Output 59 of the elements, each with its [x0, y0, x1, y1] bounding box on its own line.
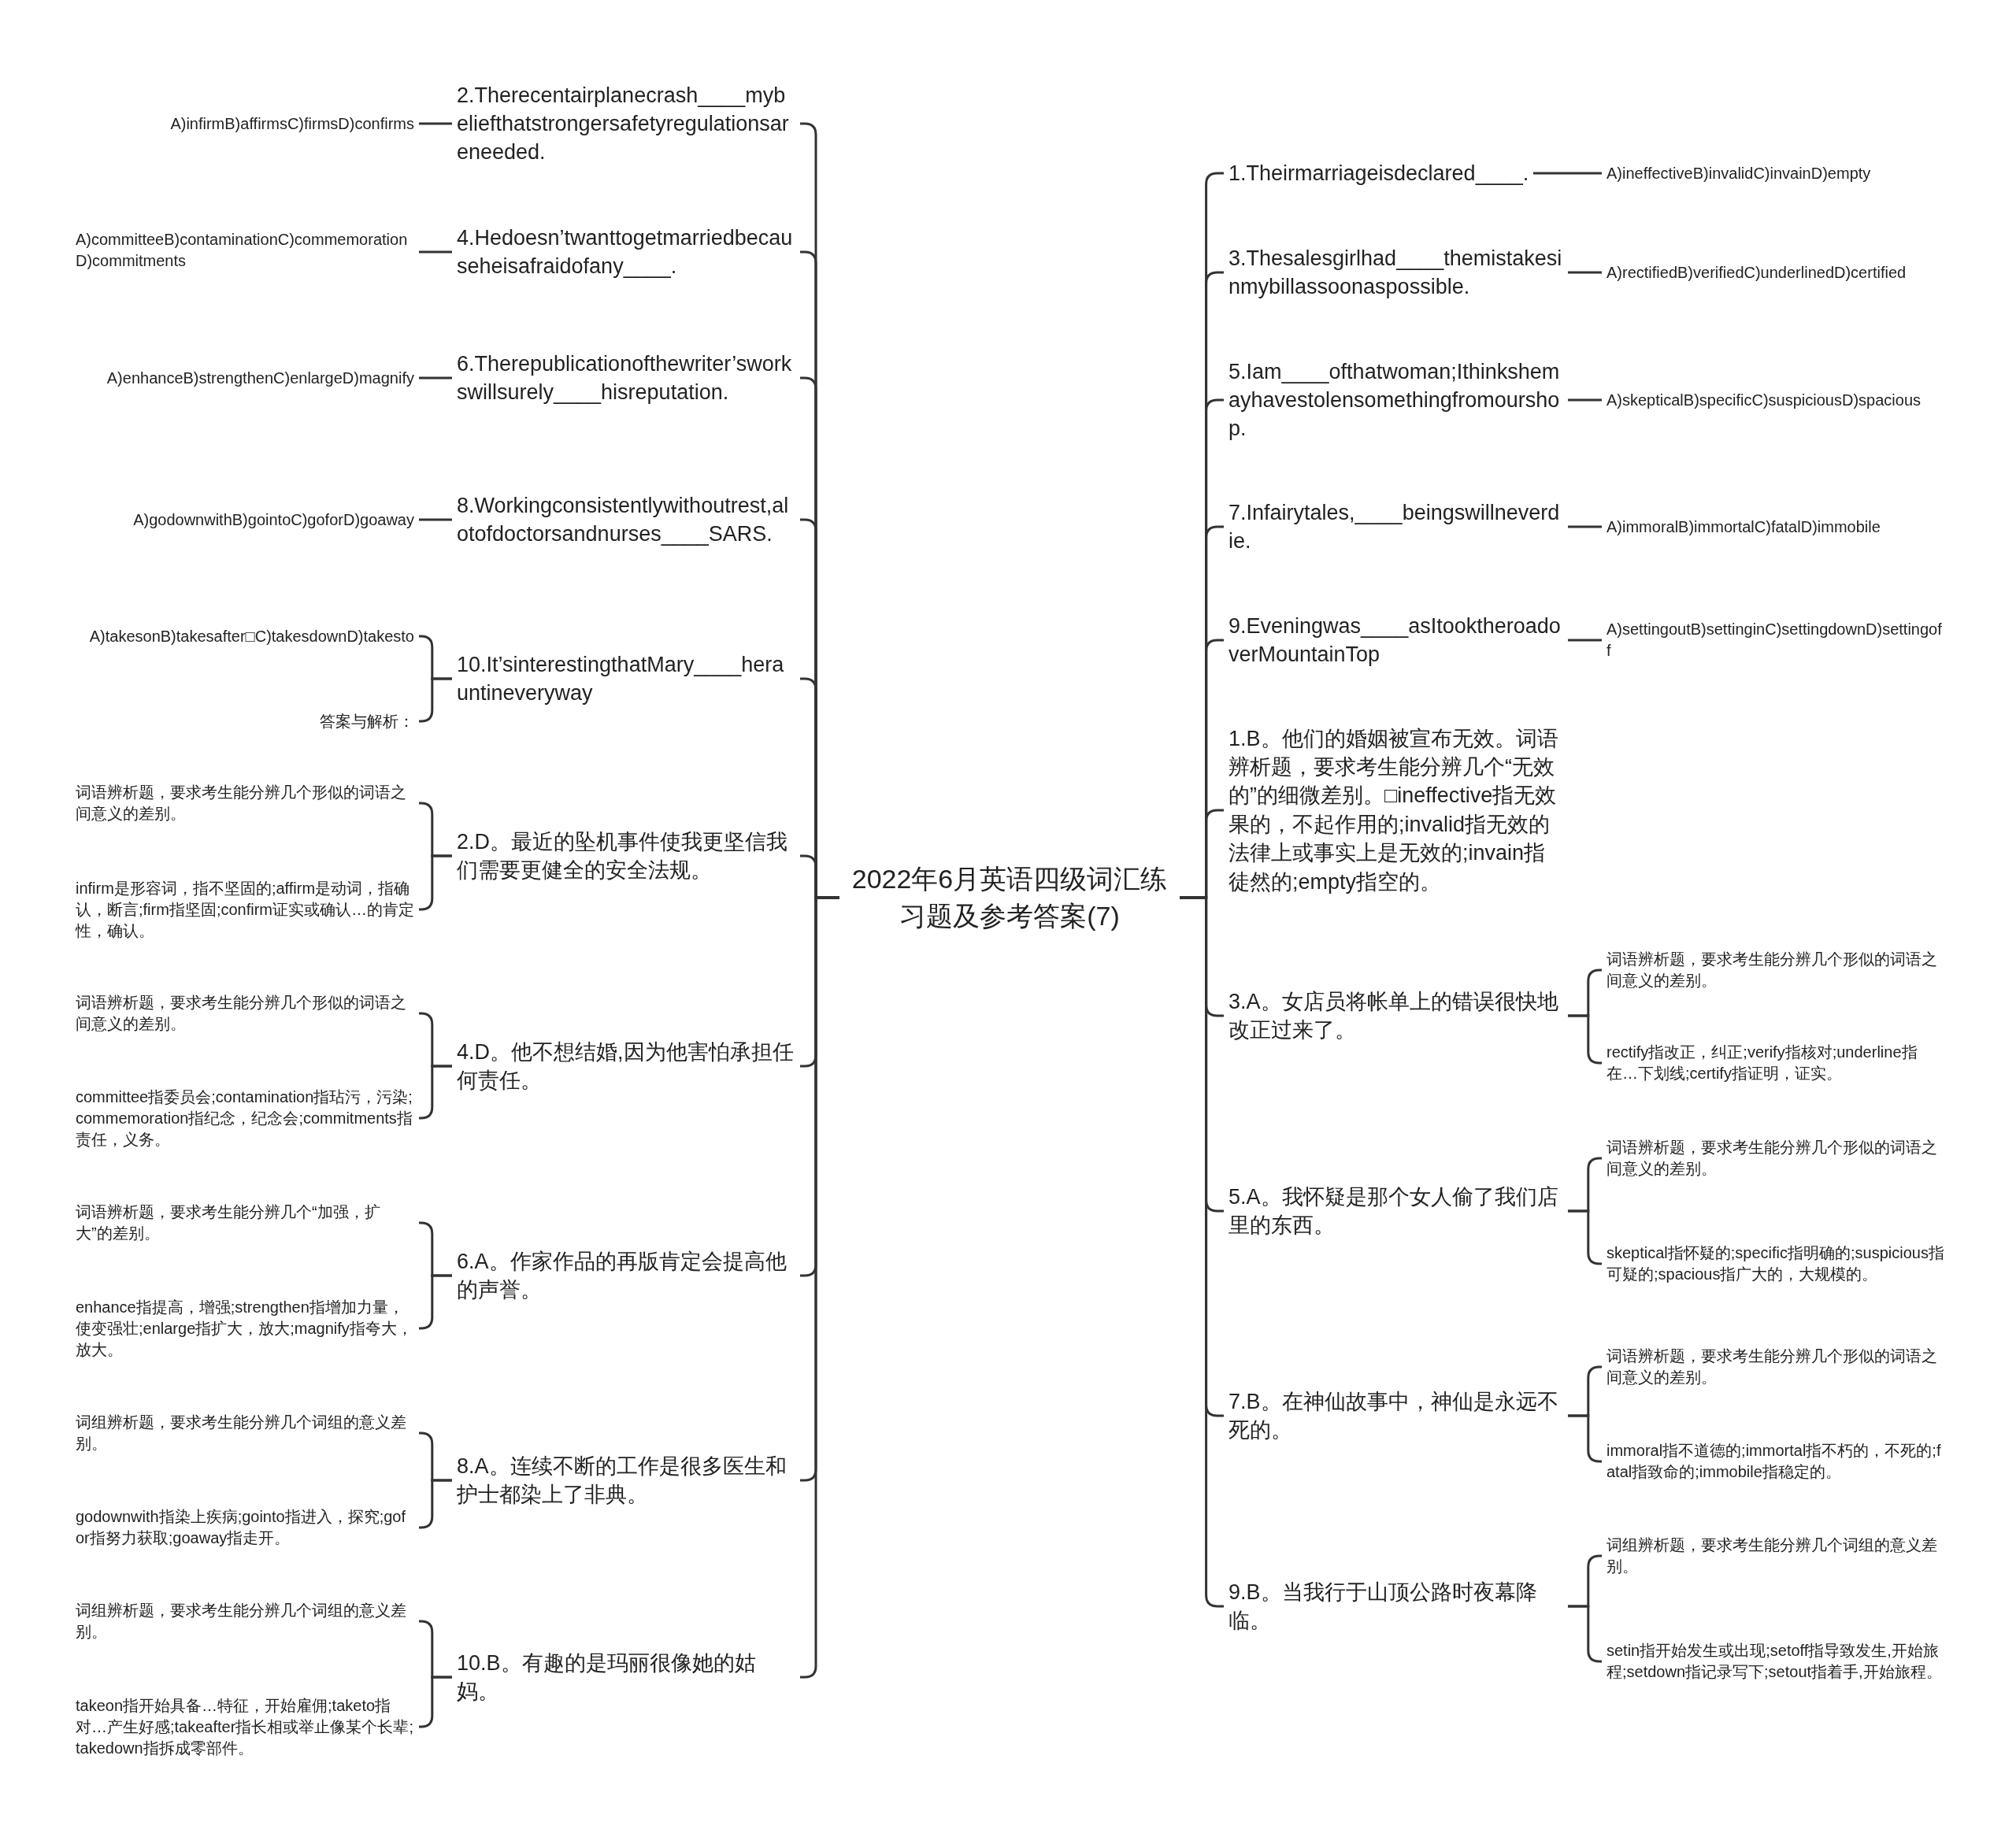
- note-text: A)settingoutB)settinginC)settingdownD)settingoff: [1606, 619, 1945, 661]
- note-text: immoral指不道德的;immortal指不朽的，不死的;fatal指致命的;immobile指稳定的。: [1606, 1440, 1945, 1483]
- note-text: A)rectifiedB)verifiedC)underlinedD)certified: [1606, 261, 1907, 283]
- topic-text: 4.Hedoesn’twanttogetmarriedbecauseheisafraidofany____.: [457, 223, 795, 281]
- note-text: A)takesonB)takesafter□C)takesdownD)takesto: [89, 625, 414, 647]
- note-text: enhance指提高，增强;strengthen指增加力量，使变强壮;enlarge指扩大，放大;magnify指夸大，放大。: [76, 1296, 414, 1361]
- note-text: setin指开始发生或出现;setoff指导致发生,开始旅程;setdown指记录写下;setout指着手,开始旅程。: [1606, 1640, 1945, 1683]
- connector-line: [1568, 639, 1602, 642]
- topic-text: 8.Workingconsistentlywithoutrest,alotofdoctorsandnurses____SARS.: [457, 491, 795, 549]
- note-text: committee指委员会;contamination指玷污，污染;commemoration指纪念，纪念会;commitments指责任，义务。: [76, 1086, 414, 1150]
- note-text: skeptical指怀疑的;specific指明确的;suspicious指可疑的;spacious指广大的，大规模的。: [1606, 1243, 1945, 1285]
- topic-text: 4.D。他不想结婚,因为他害怕承担任何责任。: [457, 1037, 795, 1095]
- topic-text: 10.It’sinterestingthatMary____herauntineveryway: [457, 650, 795, 708]
- topic-text: 1.Theirmarriageisdeclared____.: [1228, 159, 1529, 188]
- topic-text: 2.Therecentairplanecrash____mybeliefthatstrongersafetyregulationsareneeded.: [457, 80, 795, 167]
- connector-line: [1568, 271, 1602, 274]
- topic-text: 8.A。连续不断的工作是很多医生和护士都染上了非典。: [457, 1451, 795, 1509]
- note-text: A)ineffectiveB)invalidC)invainD)empty: [1606, 162, 1871, 184]
- note-text: 词语辨析题，要求考生能分辨几个形似的词语之间意义的差别。: [1606, 1346, 1945, 1388]
- note-text: A)committeeB)contaminationC)commemorationD)commitments: [76, 229, 414, 272]
- topic-text: 5.A。我怀疑是那个女人偷了我们店里的东西。: [1228, 1182, 1563, 1240]
- note-text: takeon指开始具备…特征，开始雇佣;taketo指对…产生好感;takeafter指长相或举止像某个长辈;takedown指拆成零部件。: [76, 1694, 414, 1759]
- topic-text: 9.Eveningwas____asItooktheroadoverMountainTop: [1228, 611, 1563, 669]
- note-text: A)skepticalB)specificC)suspiciousD)spacious: [1606, 389, 1922, 411]
- note-text: godownwith指染上疾病;gointo指进入，探究;gofor指努力获取;goaway指走开。: [76, 1506, 414, 1549]
- note-text: A)enhanceB)strengthenC)enlargeD)magnify: [106, 367, 414, 389]
- note-text: 词语辨析题，要求考生能分辨几个“加强，扩大”的差别。: [76, 1202, 414, 1244]
- topic-text: 7.B。在神仙故事中，神仙是永远不死的。: [1228, 1387, 1563, 1445]
- note-text: 词组辨析题，要求考生能分辨几个词组的意义差别。: [1606, 1535, 1945, 1577]
- note-text: 词语辨析题，要求考生能分辨几个形似的词语之间意义的差别。: [1606, 949, 1945, 991]
- connector-line: [419, 122, 452, 125]
- topic-text: 2.D。最近的坠机事件使我更坚信我们需要更健全的安全法规。: [457, 827, 795, 885]
- topic-text: 3.A。女店员将帐单上的错误很快地改正过来了。: [1228, 987, 1563, 1045]
- central-topic: 2022年6月英语四级词汇练习题及参考答案(7): [844, 860, 1175, 935]
- note-text: 词语辨析题，要求考生能分辨几个形似的词语之间意义的差别。: [76, 782, 414, 824]
- note-text: 词组辨析题，要求考生能分辨几个词组的意义差别。: [76, 1600, 414, 1643]
- topic-text: 6.A。作家作品的再版肯定会提高他的声誉。: [457, 1246, 795, 1305]
- topic-text: 6.Therepublicationofthewriter’sworkswillsurely____hisreputation.: [457, 349, 795, 407]
- connector-line: [419, 518, 452, 521]
- note-text: A)infirmB)affirmsC)firmsD)confirms: [170, 113, 414, 135]
- connector-line: [1533, 172, 1602, 175]
- note-text: infirm是形容词，指不坚固的;affirm是动词，指确认，断言;firm指坚固;confirm证实或确认…的肯定性，确认。: [76, 877, 414, 942]
- topic-text: 3.Thesalesgirlhad____themistakesinmybillassoonaspossible.: [1228, 243, 1563, 302]
- note-text: A)godownwithB)gointoC)goforD)goaway: [133, 509, 414, 531]
- topic-text: 1.B。他们的婚姻被宣布无效。词语辨析题，要求考生能分辨几个“无效的”的细微差别。□ineffective指无效果的，不起作用的;invalid指无效的法律上或事实上是无效的;invain指徒然的;empty指空的。: [1228, 724, 1563, 897]
- note-text: 词语辨析题，要求考生能分辨几个形似的词语之间意义的差别。: [76, 992, 414, 1035]
- topic-text: 7.Infairytales,____beingswillneverdie.: [1228, 498, 1563, 556]
- note-text: rectify指改正，纠正;verify指核对;underline指在…下划线;certify指证明，证实。: [1606, 1042, 1945, 1084]
- note-text: A)immoralB)immortalC)fatalD)immobile: [1606, 516, 1881, 538]
- topic-text: 10.B。有趣的是玛丽很像她的姑妈。: [457, 1648, 795, 1706]
- topic-text: 9.B。当我行于山顶公路时夜幕降临。: [1228, 1577, 1563, 1635]
- note-text: 词语辨析题，要求考生能分辨几个形似的词语之间意义的差别。: [1606, 1137, 1945, 1180]
- note-text: 答案与解析：: [320, 710, 414, 732]
- connector-line: [419, 250, 452, 254]
- connector-line: [419, 376, 452, 380]
- connector-line: [1568, 398, 1602, 402]
- note-text: 词组辨析题，要求考生能分辨几个词组的意义差别。: [76, 1412, 414, 1454]
- connector-line: [1568, 525, 1602, 528]
- topic-text: 5.Iam____ofthatwoman;Ithinkshemayhavestolensomethingfromourshop.: [1228, 357, 1563, 443]
